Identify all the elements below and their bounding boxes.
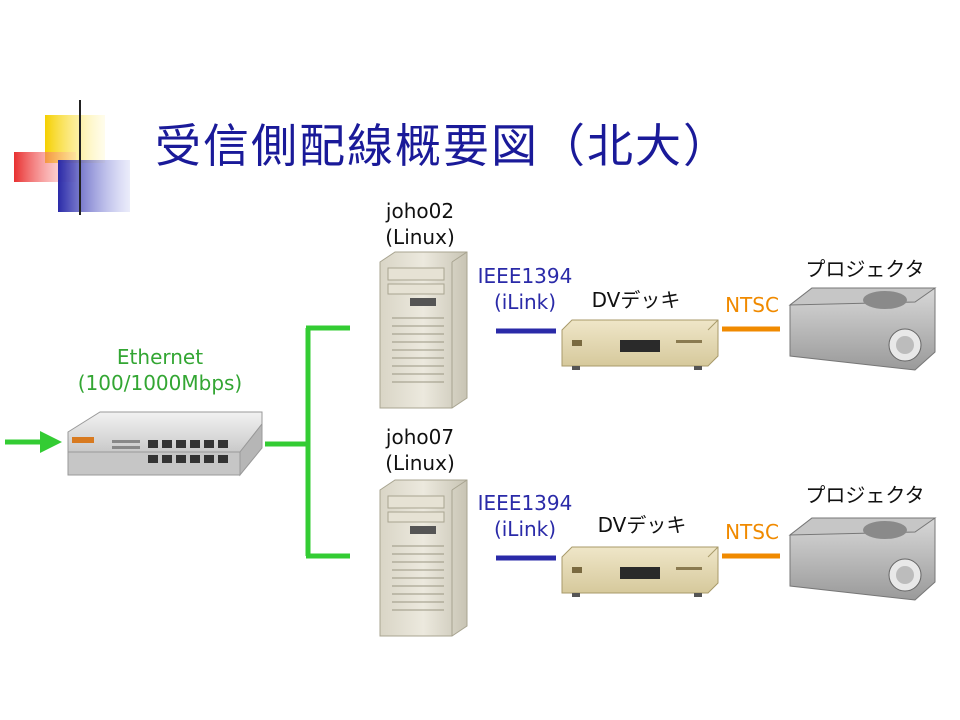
ieee1394-label-2: IEEE1394 (iLink) (466, 490, 584, 542)
ethernet-label: Ethernet (100/1000Mbps) (70, 344, 250, 396)
link-alias: (iLink) (493, 290, 557, 314)
projector-label-1: プロジェクタ (805, 257, 925, 281)
host-os: (Linux) (385, 451, 455, 475)
pc-tower-joho02 (379, 251, 468, 409)
ethernet-cabling (265, 325, 350, 559)
pc-tower-joho07 (379, 479, 468, 637)
dv-deck-1 (561, 319, 719, 370)
ntsc-label-2: NTSC (725, 520, 779, 544)
page-title: 受信側配線概要図（北大） (155, 119, 731, 173)
host-label-2: joho07 (Linux) (372, 424, 468, 476)
ntsc-label-1: NTSC (725, 293, 779, 317)
link-type: IEEE1394 (477, 491, 573, 515)
projector-label-2: プロジェクタ (805, 483, 925, 507)
ethernet-input-arrow (5, 431, 62, 453)
ieee1394-label-1: IEEE1394 (iLink) (466, 263, 584, 315)
host-name: joho07 (385, 425, 455, 449)
host-label-1: joho02 (Linux) (372, 198, 468, 250)
network-switch (67, 411, 263, 477)
host-name: joho02 (385, 199, 455, 223)
projector-1 (788, 287, 937, 371)
ethernet-label-line2: (100/1000Mbps) (77, 371, 243, 395)
ethernet-label-line1: Ethernet (116, 345, 204, 369)
link-alias: (iLink) (493, 517, 557, 541)
dv-deck-2 (561, 546, 719, 597)
projector-2 (788, 517, 937, 601)
link-type: IEEE1394 (477, 264, 573, 288)
deco-blue-block (58, 160, 130, 212)
dv-deck-label-1: DVデッキ (591, 288, 681, 312)
dv-deck-label-2: DVデッキ (597, 513, 687, 537)
host-os: (Linux) (385, 225, 455, 249)
